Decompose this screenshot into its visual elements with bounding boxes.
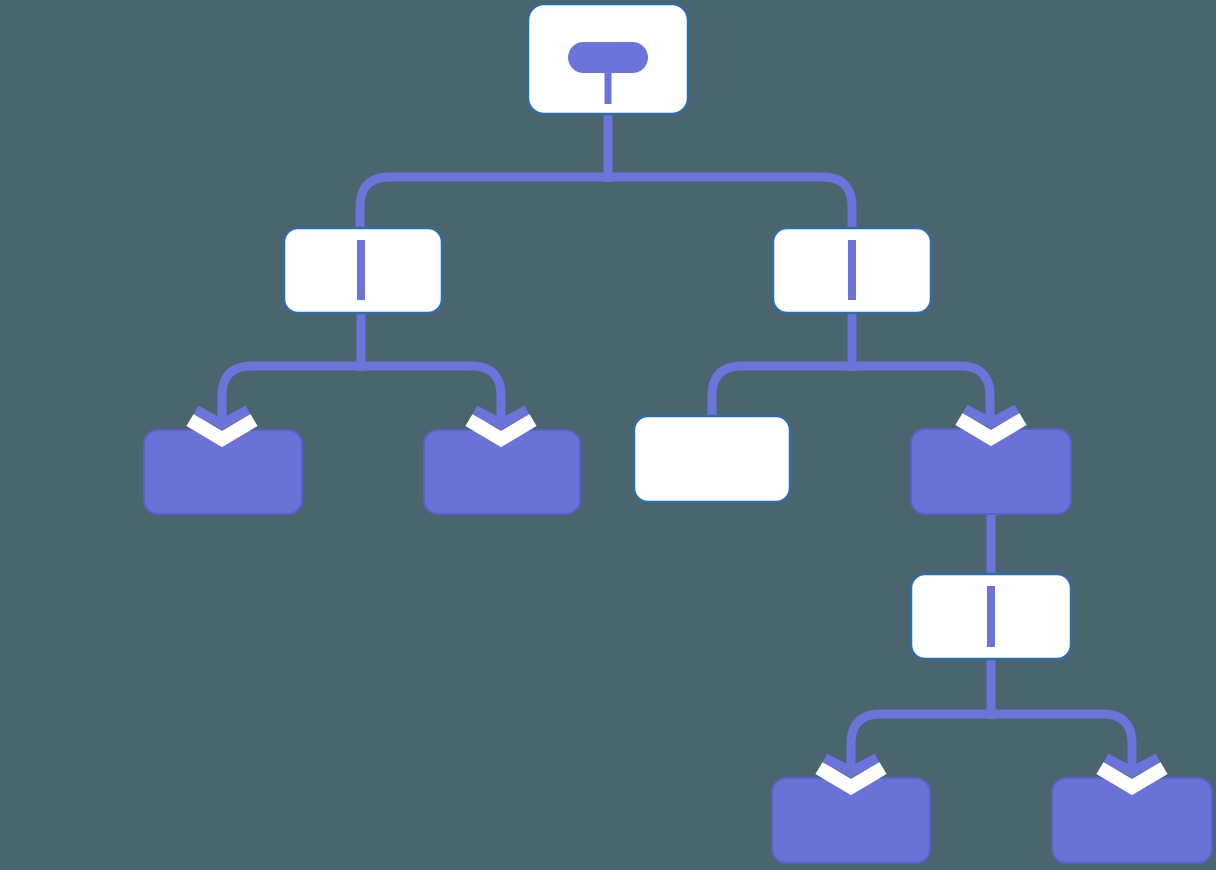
arrowhead-down-icon [186, 405, 258, 448]
node-leaf-c[interactable] [910, 428, 1072, 515]
node-branch-lower[interactable] [909, 572, 1073, 661]
arrowheads-layer [186, 404, 1168, 796]
node-leaf-a[interactable] [143, 429, 303, 515]
node-branch-right[interactable] [771, 226, 933, 315]
node-plain[interactable] [632, 414, 792, 504]
node-root[interactable] [526, 2, 690, 116]
edges-layer [217, 112, 1137, 766]
edge-branch-lower-to-leaves [846, 709, 1137, 766]
edge-root-to-branches [355, 172, 857, 228]
root-pill-icon [568, 42, 648, 104]
arrowhead-down-icon [465, 405, 537, 448]
edge-branch-left-to-leaves [217, 361, 506, 418]
node-leaf-d[interactable] [771, 777, 931, 864]
edge-branch-right-to-children [707, 361, 995, 418]
node-leaf-b[interactable] [423, 429, 581, 515]
arrowhead-down-icon [815, 753, 887, 796]
arrowhead-down-icon [955, 404, 1027, 447]
node-leaf-e[interactable] [1051, 777, 1213, 864]
nodes-layer [143, 2, 1213, 864]
arrowhead-down-icon [1096, 753, 1168, 796]
node-branch-left[interactable] [282, 226, 444, 315]
